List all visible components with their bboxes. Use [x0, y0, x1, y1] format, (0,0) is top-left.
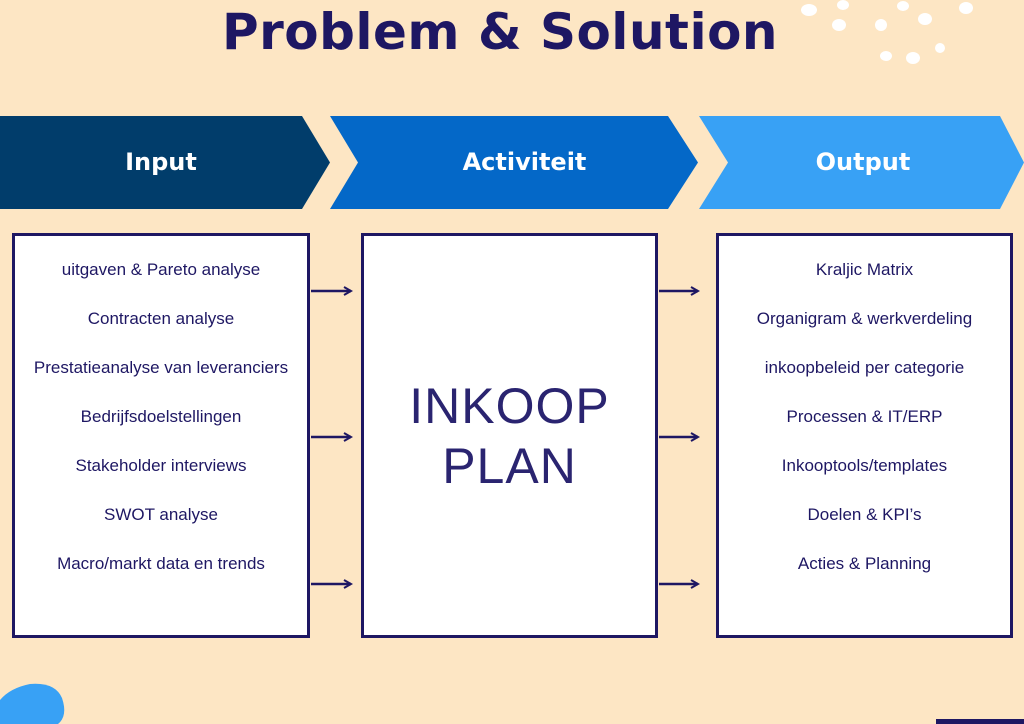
center-line-1: INKOOP	[409, 378, 610, 434]
process-chevrons	[0, 116, 1024, 209]
corner-mark-decoration	[936, 719, 1024, 724]
output-item: Processen & IT/ERP	[786, 407, 943, 426]
blob-decoration	[0, 683, 65, 724]
input-item: uitgaven & Pareto analyse	[61, 260, 261, 279]
page-title: Problem & Solution	[221, 3, 779, 61]
header-activiteit: Activiteit	[462, 148, 587, 176]
header-output: Output	[815, 148, 911, 176]
chevron-input	[0, 116, 330, 209]
inkoop-plan-label: INKOOP PLAN	[364, 376, 655, 496]
output-item: Acties & Planning	[797, 554, 932, 573]
output-item: Organigram & werkverdeling	[756, 309, 973, 328]
input-item: Prestatieanalyse van leveranciers	[33, 358, 289, 377]
input-item: Bedrijfsdoelstellingen	[80, 407, 242, 426]
output-item: Inkooptools/templates	[781, 456, 948, 475]
input-item: SWOT analyse	[103, 505, 218, 524]
center-line-2: PLAN	[442, 438, 577, 494]
chevron-output	[699, 116, 1024, 209]
header-input: Input	[125, 148, 197, 176]
activiteit-box: INKOOP PLAN	[361, 233, 658, 638]
input-item: Macro/markt data en trends	[57, 554, 265, 573]
input-item: Contracten analyse	[87, 309, 235, 328]
dots-decoration	[801, 0, 973, 64]
output-item: inkoopbeleid per categorie	[764, 358, 965, 377]
output-item: Kraljic Matrix	[815, 260, 914, 279]
input-item: Stakeholder interviews	[75, 456, 247, 475]
output-item: Doelen & KPI’s	[807, 505, 922, 524]
chevron-activiteit	[330, 116, 698, 209]
